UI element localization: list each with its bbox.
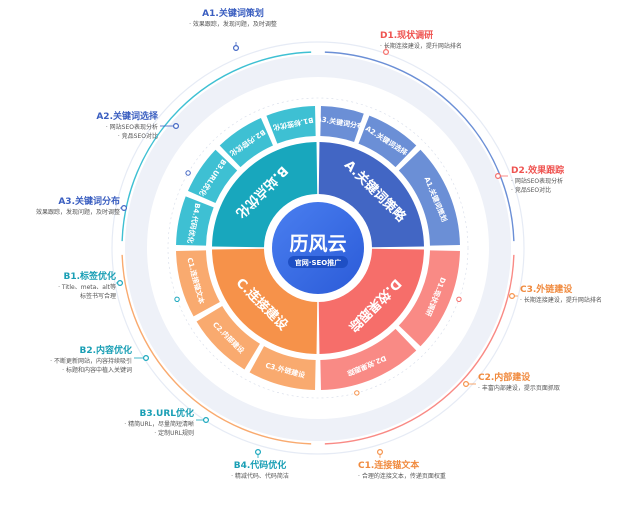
label-c1-title: C1.连接锚文本	[358, 461, 420, 471]
label-c2-title: C2.内部建设	[478, 373, 531, 383]
label-b4-title: B4.代码优化	[233, 461, 287, 471]
label-c1-desc: · 合理的连接文本，传递页面权重	[358, 473, 446, 480]
label-b1-title: B1.标签优化	[63, 272, 116, 282]
connector-dot-c3	[509, 293, 516, 300]
label-a3-title: A3.关键词分布	[58, 197, 120, 207]
outer-arc-d	[324, 254, 515, 445]
label-b2-title: B2.内容优化	[79, 346, 132, 356]
label-b1-desc1: · Title、meta、alt等	[58, 284, 116, 291]
label-b2: B2.内容优化 · 不断更新网站，内容持续吸引 · 标题和内容中植入关键词	[20, 345, 132, 375]
segment-b1	[266, 106, 316, 144]
label-d1: D1.现状调研 · 长期连接建设，提升网站排名	[380, 30, 510, 51]
label-a2: A2.关键词选择 · 网站SEO表现分析 · 竞品SEO对比	[40, 111, 158, 141]
label-a2-desc1: · 网站SEO表现分析	[105, 124, 158, 131]
center-hub: 历风云 官网·SEO推广	[266, 196, 370, 300]
center-subtitle: 官网·SEO推广	[295, 258, 341, 267]
segment-c3	[249, 346, 316, 390]
ring-dot-3	[354, 390, 360, 396]
segment-c1	[176, 250, 220, 317]
segment-d2	[320, 328, 417, 390]
label-b4-desc: · 精减代码、代码简洁	[231, 473, 289, 480]
ring-dot-2	[456, 296, 462, 303]
connector-dot-a1	[233, 44, 240, 51]
outer-arc-b	[121, 51, 312, 242]
connector-dot-b4	[255, 449, 262, 456]
label-b2-desc1: · 不断更新网站，内容持续吸引	[50, 358, 132, 365]
label-a1: A1.关键词策划 · 效果跟踪，发现问题，及时调整	[168, 8, 298, 29]
label-d2-desc2: · 竞品SEO对比	[511, 187, 552, 194]
label-a1-title: A1.关键词策划	[202, 9, 264, 19]
label-c3: C3.外链建设 · 长期连接建设，提升网站排名	[520, 284, 636, 305]
label-a2-title: A2.关键词选择	[96, 112, 158, 122]
connector-dot-d1	[383, 48, 390, 55]
label-b4: B4.代码优化 · 精减代码、代码简洁	[200, 460, 320, 481]
segment-b3	[187, 149, 238, 203]
segment-a3	[320, 106, 364, 142]
segment-a1	[398, 149, 460, 246]
label-b3-desc1: · 精简URL，尽量简短清晰	[124, 421, 194, 428]
outer-thin-ring	[111, 41, 525, 455]
outer-arc-a	[324, 51, 515, 242]
label-c3-desc: · 长期连接建设，提升网站排名	[520, 297, 602, 304]
ring-dot-1	[174, 296, 180, 303]
center-fill	[272, 202, 364, 294]
label-d1-desc: · 长期连接建设，提升网站排名	[380, 43, 462, 50]
label-b1: B1.标签优化 · Title、meta、alt等 标签书写合理	[4, 271, 116, 301]
segment-b4	[176, 196, 214, 246]
label-d2-desc1: · 网站SEO表现分析	[511, 178, 564, 185]
label-a3-desc: 效果跟踪，发现问题，及时调整	[35, 209, 120, 216]
connector-dot-b2	[143, 355, 150, 362]
segment-a2	[358, 115, 417, 168]
connectors	[116, 42, 518, 458]
quadrant-d	[318, 248, 424, 354]
outer-thick-ring	[125, 55, 511, 441]
label-b3: B3.URL优化 · 精简URL，尽量简短清晰 · 定制URL规则	[80, 408, 194, 438]
label-a1-desc: · 效果跟踪，发现问题，及时调整	[189, 21, 277, 28]
connector-dot-b1	[116, 280, 123, 287]
connector-dot-a3	[120, 205, 127, 212]
label-c3-title: C3.外链建设	[520, 285, 573, 295]
ring-dot-0	[185, 170, 191, 176]
quadrant-c	[212, 248, 318, 354]
label-a2-desc2: · 竞品SEO对比	[117, 133, 158, 140]
center-title: 历风云	[289, 233, 346, 255]
outer-segments: A1.关键词策划A2.关键词选择A3.关键词分布D1.现状调研D2.效果跟踪C3…	[176, 106, 460, 390]
label-d2-title: D2.效果跟踪	[511, 166, 565, 176]
connector-dot-a2	[173, 122, 180, 129]
label-d1-title: D1.现状调研	[380, 31, 434, 41]
segment-d1	[398, 250, 460, 347]
connector-dot-b3	[203, 417, 210, 424]
segment-c2	[196, 306, 260, 370]
center-subtitle-bg	[288, 256, 348, 268]
label-c2-desc: · 丰富内部建设，提示页面抓取	[478, 385, 560, 392]
label-c2: C2.内部建设 · 丰富内部建设，提示页面抓取	[478, 372, 608, 393]
label-b3-title: B3.URL优化	[139, 409, 194, 419]
connector-dot-c2	[463, 381, 470, 388]
label-b3-desc2: · 定制URL规则	[154, 430, 194, 437]
dashed-ring	[167, 97, 469, 399]
label-b2-desc2: · 标题和内容中植入关键词	[62, 367, 132, 374]
label-d2: D2.效果跟踪 · 网站SEO表现分析 · 竞品SEO对比	[511, 165, 631, 195]
connector-dot-c1	[377, 449, 384, 456]
quadrant-b	[212, 142, 318, 248]
label-a3: A3.关键词分布 效果跟踪，发现问题，及时调整	[4, 196, 120, 217]
outer-arc-c	[121, 254, 312, 445]
connector-dot-d2	[495, 173, 502, 180]
label-b1-desc2: 标签书写合理	[79, 293, 116, 300]
segment-b2	[219, 117, 273, 168]
quadrant-a	[318, 142, 424, 248]
label-c1: C1.连接锚文本 · 合理的连接文本，传递页面权重	[358, 460, 488, 481]
